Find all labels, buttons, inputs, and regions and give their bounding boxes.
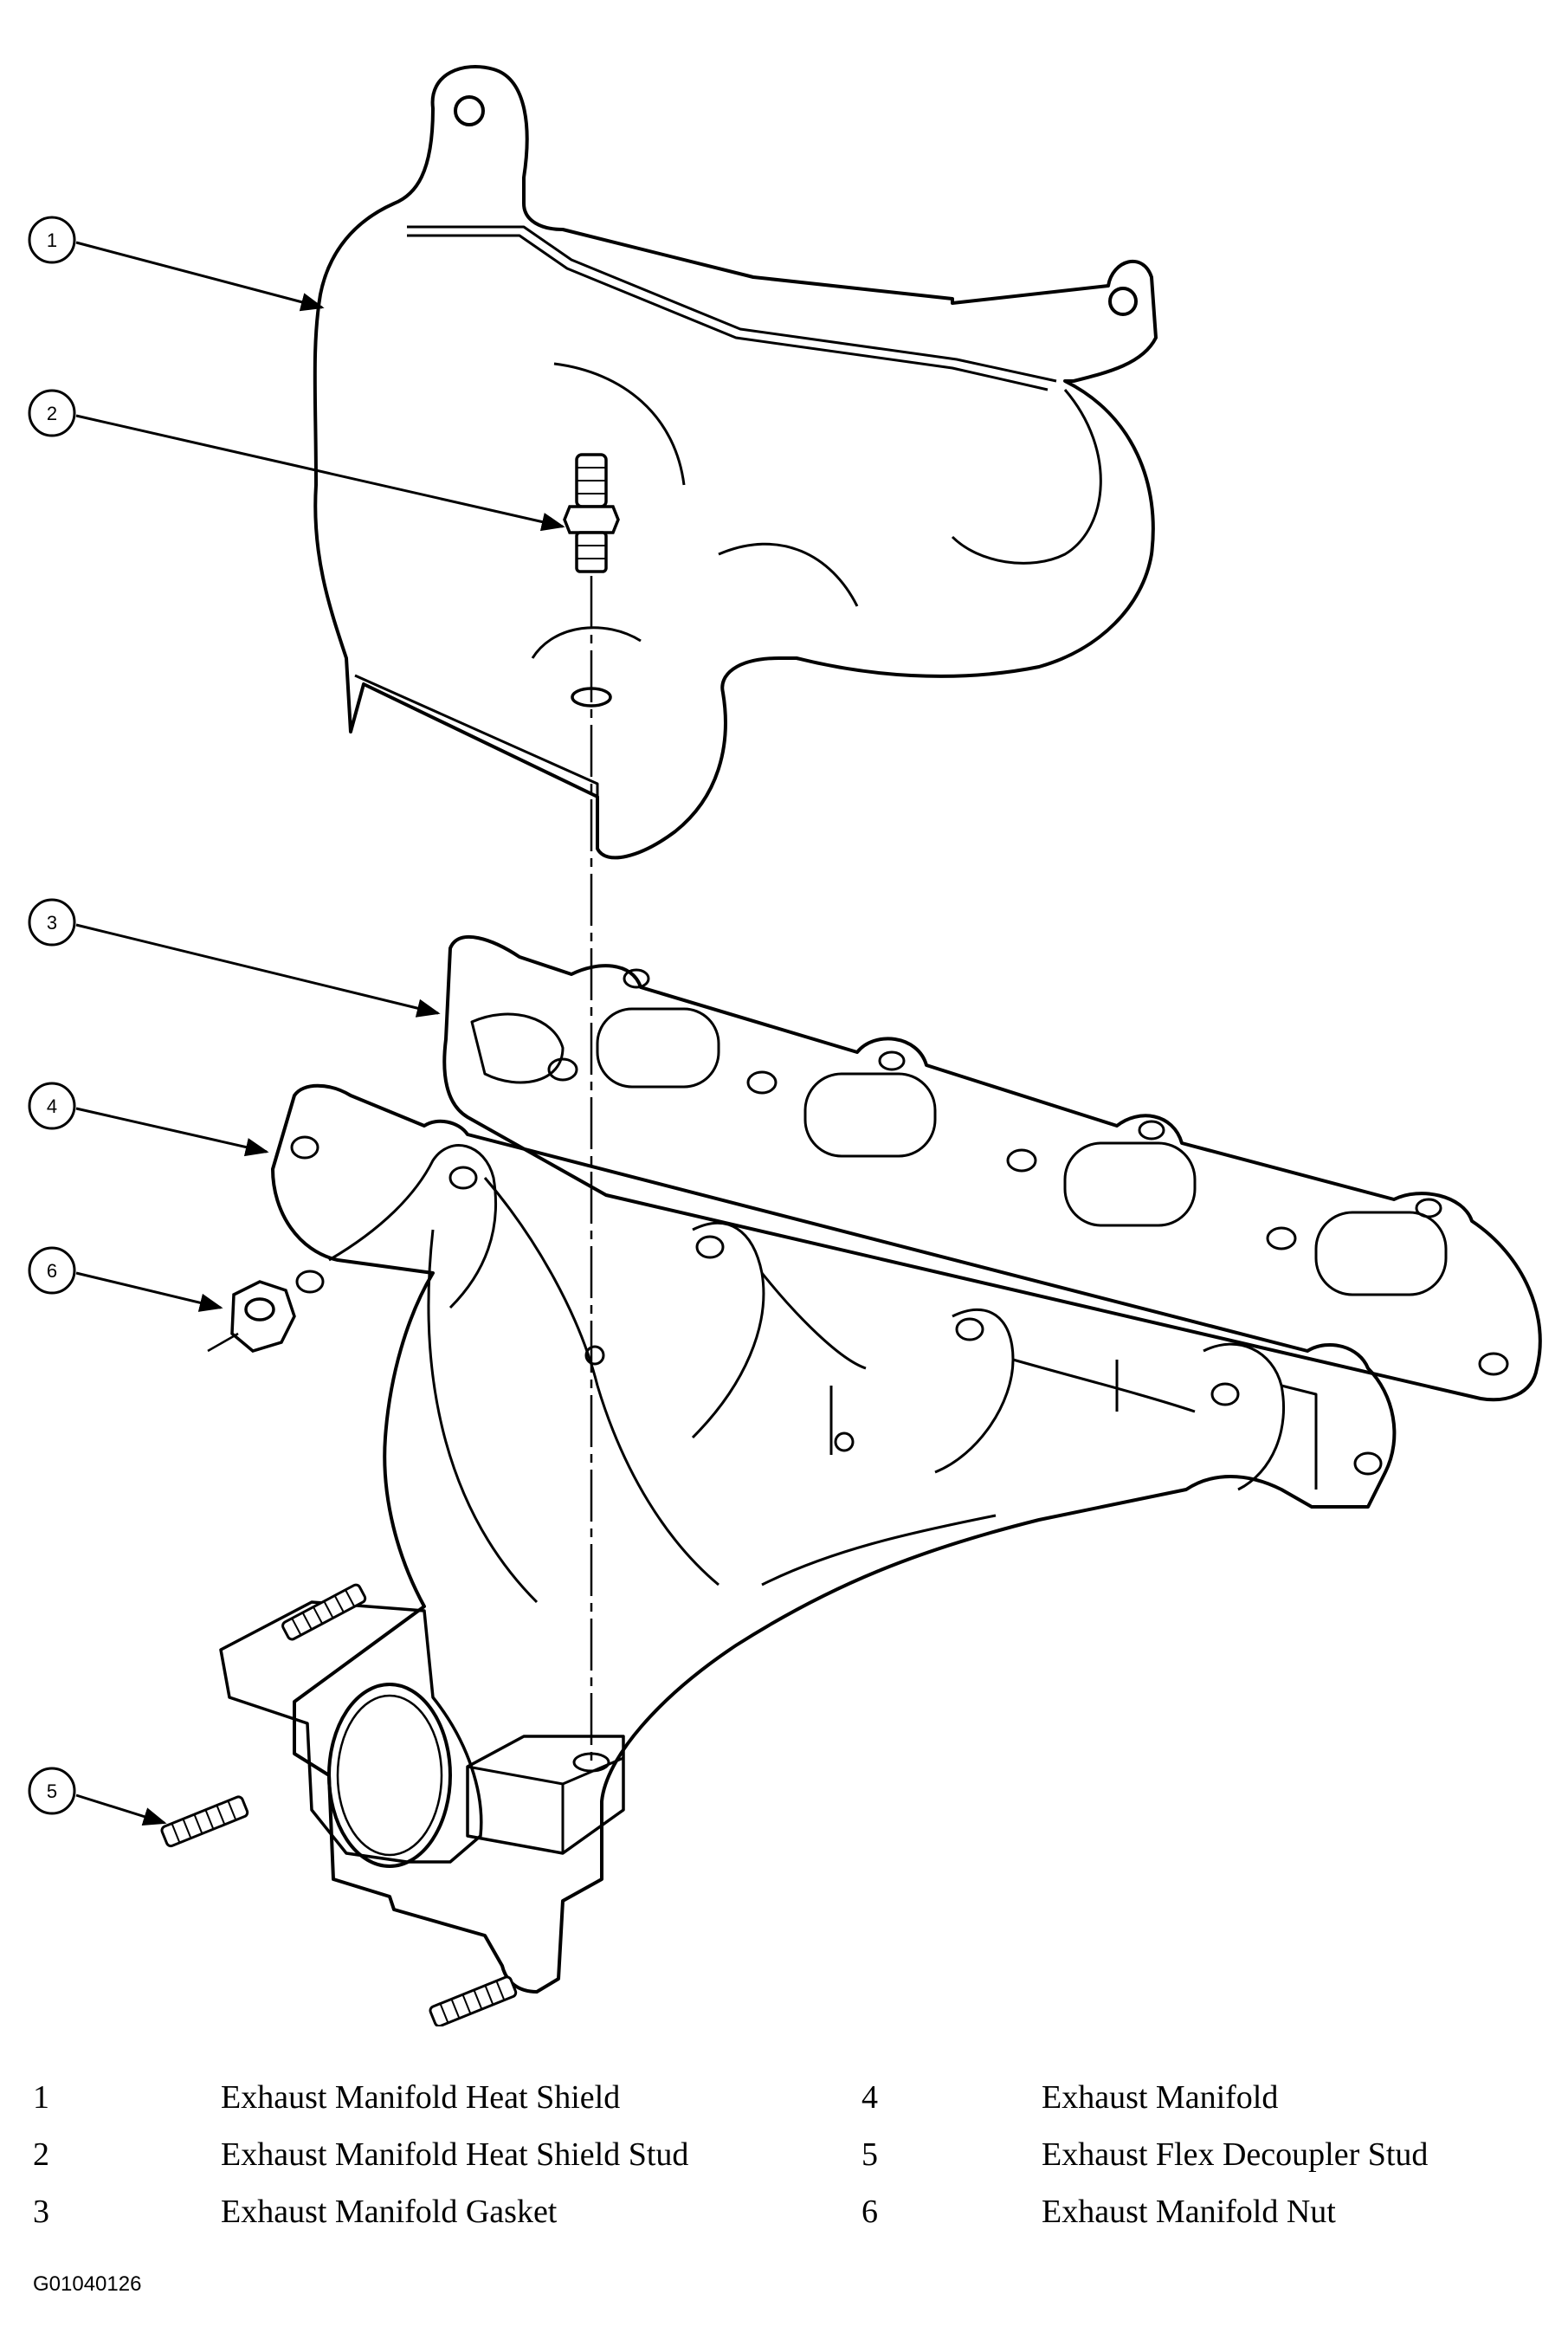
legend-name: Exhaust Manifold Heat Shield (221, 2079, 621, 2116)
callout-number: 1 (47, 229, 57, 251)
callout-leaders (75, 241, 565, 1826)
legend-number: 3 (33, 2194, 49, 2230)
legend-number: 5 (861, 2136, 878, 2173)
legend-name: Exhaust Flex Decoupler Stud (1042, 2136, 1429, 2173)
callout-5: 5 (28, 1767, 76, 1815)
callout-1: 1 (28, 216, 76, 264)
callout-number: 2 (47, 403, 57, 424)
callout-4: 4 (28, 1082, 76, 1130)
callout-2: 2 (28, 389, 76, 437)
figure-id: G01040126 (33, 2272, 142, 2296)
exploded-view-diagram: 1 2 3 4 5 6 (28, 65, 1542, 2026)
legend-name: Exhaust Manifold Gasket (221, 2194, 558, 2230)
legend-name: Exhaust Manifold (1042, 2079, 1279, 2116)
flex-decoupler-studs-drawing (160, 1583, 518, 2026)
exhaust-manifold-drawing (219, 1083, 1397, 1994)
callout-6: 6 (28, 1246, 76, 1295)
heat-shield-drawing (313, 65, 1158, 860)
manifold-gasket-drawing (442, 934, 1542, 1402)
legend-name: Exhaust Manifold Heat Shield Stud (221, 2136, 689, 2173)
legend-number: 1 (33, 2079, 49, 2116)
callout-number: 4 (47, 1095, 57, 1117)
callout-3: 3 (28, 898, 76, 947)
manifold-nut-drawing (207, 1280, 296, 1353)
legend-name: Exhaust Manifold Nut (1042, 2194, 1336, 2230)
parts-legend: 1 Exhaust Manifold Heat Shield 2 Exhaust… (0, 2078, 1568, 2260)
legend-number: 2 (33, 2136, 49, 2173)
legend-number: 6 (861, 2194, 878, 2230)
callout-number: 5 (47, 1780, 57, 1802)
callout-number: 3 (47, 912, 57, 934)
callout-number: 6 (47, 1260, 57, 1282)
legend-number: 4 (861, 2079, 878, 2116)
